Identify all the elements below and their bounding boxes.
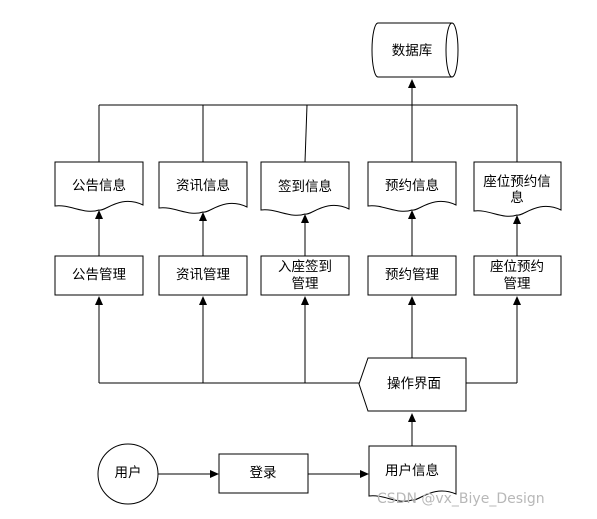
database-cylinder-rim xyxy=(445,22,453,78)
edge-checkin-info-to-bus xyxy=(304,104,308,163)
database-label: 数据库 xyxy=(392,43,433,59)
arrow-head-booking-info xyxy=(408,210,416,219)
seat-booking-mgmt-node: 座位预约 管理 xyxy=(473,255,562,296)
notice-mgmt-label: 公告管理 xyxy=(72,267,126,283)
checkin-mgmt-box xyxy=(260,255,350,296)
booking-info-node: 预约信息 xyxy=(367,161,457,212)
seat-booking-mgmt-box xyxy=(473,255,562,296)
booking-mgmt-box xyxy=(367,255,457,296)
booking-mgmt-label: 预约管理 xyxy=(385,267,439,283)
notice-mgmt-node: 公告管理 xyxy=(54,255,144,296)
checkin-mgmt-label-line1: 入座签到 xyxy=(278,258,332,275)
news-info-doc xyxy=(158,161,248,214)
user-info-doc xyxy=(368,445,457,502)
arrow-head-seat-mgmt xyxy=(513,296,521,305)
seat-booking-info-label-line2: 息 xyxy=(510,189,524,206)
user-info-label: 用户信息 xyxy=(385,462,439,479)
operation-ui-display xyxy=(358,357,467,412)
watermark-text: CSDN @vx_Biye_Design xyxy=(377,491,545,507)
arrow-head-operation-ui xyxy=(408,413,416,422)
seat-booking-mgmt-label-line2: 管理 xyxy=(504,276,532,292)
user-info-node: 用户信息 xyxy=(368,445,457,502)
seat-booking-info-node: 座位预约信 息 xyxy=(473,161,562,217)
login-box xyxy=(218,453,309,494)
connectors xyxy=(95,79,521,478)
login-node: 登录 xyxy=(218,453,309,494)
arrow-head-checkin-mgmt xyxy=(301,296,309,305)
seat-booking-info-doc xyxy=(473,161,562,217)
news-mgmt-label: 资讯管理 xyxy=(176,267,230,283)
booking-mgmt-node: 预约管理 xyxy=(367,255,457,296)
operation-ui-label: 操作界面 xyxy=(387,376,441,392)
arrow-head-booking-mgmt xyxy=(408,296,416,305)
checkin-info-doc xyxy=(260,161,350,216)
user-node: 用户 xyxy=(97,443,159,505)
arrow-head-news-mgmt xyxy=(199,296,207,305)
operation-ui-node: 操作界面 xyxy=(358,357,467,412)
arrow-head-notice-mgmt xyxy=(95,296,103,305)
news-mgmt-node: 资讯管理 xyxy=(158,255,248,296)
news-mgmt-box xyxy=(158,255,248,296)
seat-booking-info-label-line1: 座位预约信 xyxy=(483,174,551,190)
booking-info-doc xyxy=(367,161,457,212)
checkin-mgmt-node: 入座签到 管理 xyxy=(260,255,350,296)
arrow-head-news-info xyxy=(199,212,207,221)
notice-info-node: 公告信息 xyxy=(54,161,144,212)
notice-info-doc xyxy=(54,161,144,212)
notice-info-label: 公告信息 xyxy=(72,177,126,194)
booking-info-label: 预约信息 xyxy=(385,177,439,194)
arrow-head-checkin-info xyxy=(301,214,309,223)
news-info-node: 资讯信息 xyxy=(158,161,248,214)
arrow-head-login xyxy=(210,470,219,478)
login-label: 登录 xyxy=(250,465,277,481)
arrow-head-database xyxy=(408,79,416,88)
user-circle xyxy=(97,443,159,505)
notice-mgmt-box xyxy=(54,255,144,296)
seat-booking-mgmt-label-line1: 座位预约 xyxy=(490,259,544,275)
checkin-mgmt-label-line2: 管理 xyxy=(292,276,319,292)
arrow-head-notice-info xyxy=(95,210,103,219)
checkin-info-label: 签到信息 xyxy=(278,178,332,195)
database-node: 数据库 xyxy=(371,22,459,78)
checkin-info-node: 签到信息 xyxy=(260,161,350,216)
arrow-head-seat-info xyxy=(513,215,521,224)
user-label: 用户 xyxy=(115,464,142,481)
arrow-head-user-info xyxy=(360,470,369,478)
news-info-label: 资讯信息 xyxy=(176,177,230,194)
